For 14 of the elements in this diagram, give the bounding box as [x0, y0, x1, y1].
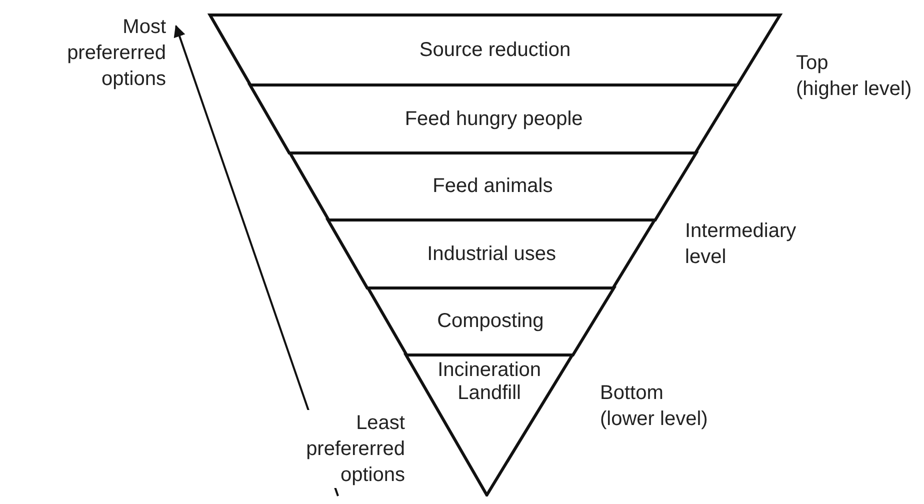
pyramid-tier: [328, 220, 655, 288]
tier-label: Source reduction: [419, 38, 571, 62]
side-label: Least prefererred options: [306, 410, 405, 488]
pyramid-tier: [406, 355, 572, 495]
tier-label: Composting: [437, 310, 544, 333]
tier-label: Feed hungry people: [404, 108, 583, 130]
pyramid-tier: [210, 15, 780, 85]
pyramid-tier: [250, 85, 738, 153]
tier-label: Landfill: [458, 382, 521, 405]
pyramid-tier: [368, 288, 614, 355]
tier-label: Industrial uses: [427, 242, 556, 266]
tier-label: Feed animals: [432, 175, 553, 198]
tier-label: Incineration: [438, 359, 542, 382]
pyramid-tier: [290, 153, 696, 220]
